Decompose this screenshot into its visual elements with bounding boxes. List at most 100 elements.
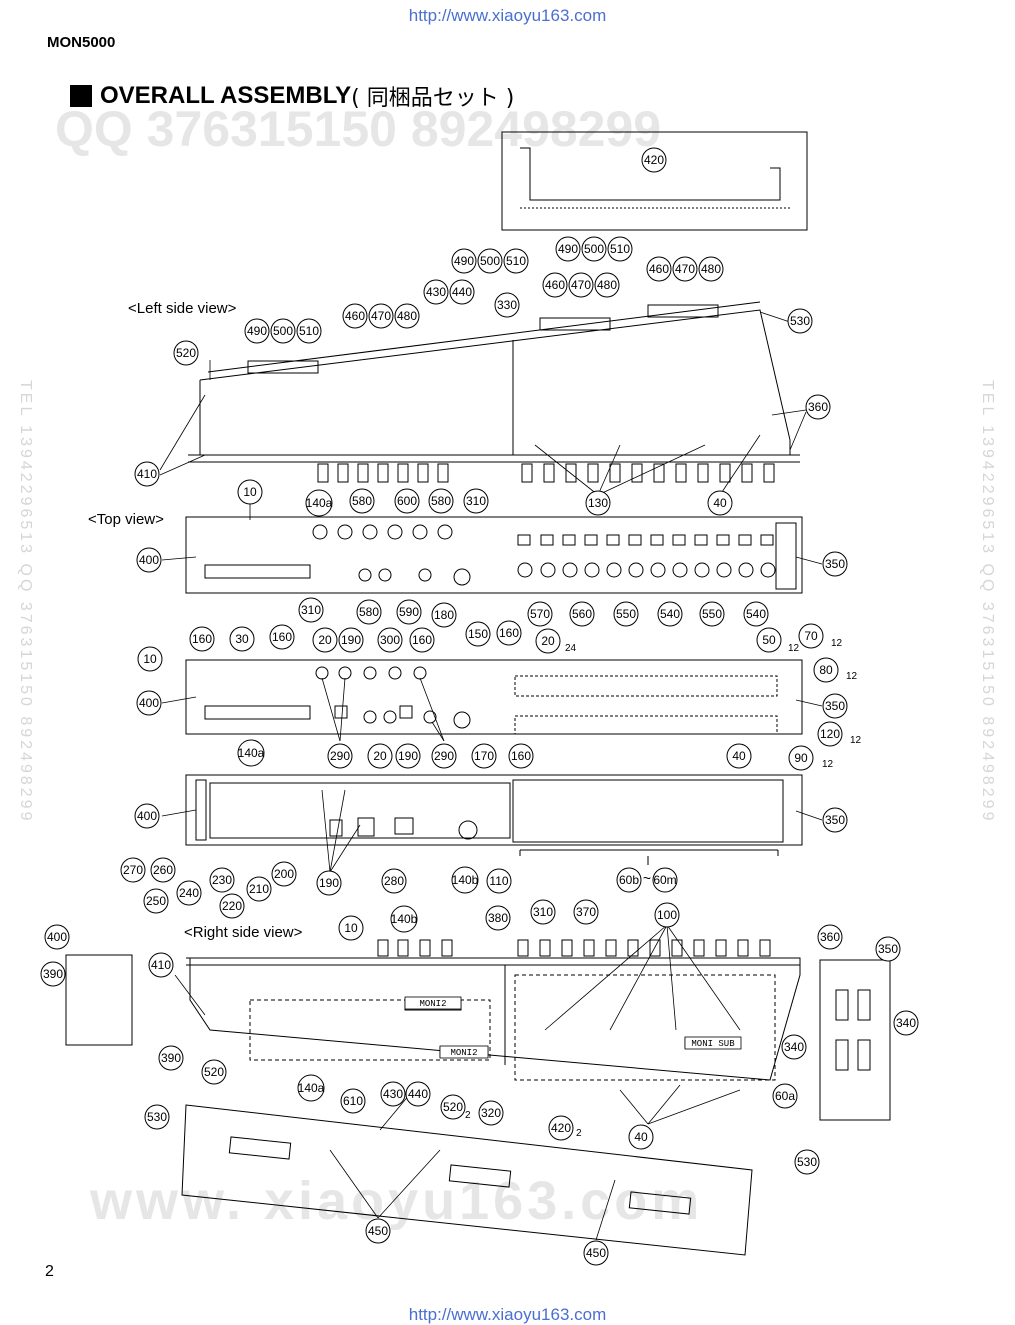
svg-text:390: 390 [43, 967, 63, 981]
callout-c240: 240 [176, 880, 202, 906]
svg-text:490: 490 [247, 324, 267, 338]
callout-c190b: 190 [395, 743, 421, 769]
svg-text:160: 160 [192, 632, 212, 646]
svg-text:420: 420 [551, 1121, 571, 1135]
bottom-plate [181, 1104, 753, 1256]
svg-text:580: 580 [352, 494, 372, 508]
callout-c460a: 460 [542, 272, 568, 298]
svg-text:50: 50 [762, 633, 776, 647]
callout-c350c: 350 [822, 807, 848, 833]
svg-text:370: 370 [576, 905, 596, 919]
svg-text:580: 580 [359, 605, 379, 619]
page-number: 2 [45, 1263, 54, 1280]
callout-c350b: 350 [822, 693, 848, 719]
svg-text:540: 540 [660, 607, 680, 621]
callout-c60b: 60b [616, 867, 642, 893]
svg-text:510: 510 [610, 242, 630, 256]
callout-c140a1: 140a [305, 489, 333, 517]
callout-c370: 370 [573, 899, 599, 925]
title-square-icon [70, 85, 92, 107]
svg-text:140b: 140b [452, 873, 479, 887]
svg-text:300: 300 [380, 633, 400, 647]
svg-text:150: 150 [468, 627, 488, 641]
svg-text:40: 40 [634, 1130, 648, 1144]
quantity-q12e: 12 [822, 759, 834, 770]
callout-c600: 600 [394, 488, 420, 514]
callout-c20b: 20 [535, 628, 561, 654]
callout-c360a: 360 [805, 394, 831, 420]
svg-text:350: 350 [878, 942, 898, 956]
svg-text:420: 420 [644, 153, 664, 167]
svg-text:10: 10 [243, 485, 257, 499]
svg-text:410: 410 [151, 958, 171, 972]
svg-text:220: 220 [222, 899, 242, 913]
callout-c140a2: 140a [237, 739, 265, 767]
svg-text:610: 610 [343, 1094, 363, 1108]
callout-c580c: 580 [356, 599, 382, 625]
callout-c160c: 160 [409, 627, 435, 653]
www-watermark: www. xiaoyu163.com [90, 1171, 704, 1231]
svg-text:590: 590 [399, 605, 419, 619]
left-side-chassis [188, 301, 800, 463]
callout-c450a: 450 [365, 1218, 391, 1244]
callout-c360b: 360 [817, 924, 843, 950]
callout-c60m: 60m [652, 867, 678, 893]
left-side-view-label: <Left side view> [128, 300, 237, 317]
svg-text:450: 450 [368, 1224, 388, 1238]
quantity-q24: 24 [565, 643, 577, 654]
callout-c160b: 160 [269, 624, 295, 650]
callout-c290a: 290 [327, 743, 353, 769]
callout-c510c: 510 [296, 318, 322, 344]
footer-url[interactable]: http://www.xiaoyu163.com [408, 1305, 607, 1324]
svg-text:290: 290 [330, 749, 350, 763]
callout-c150: 150 [465, 621, 491, 647]
right-side-chassis [65, 954, 891, 1121]
board-label-moni2-b: MONI2 [450, 1048, 477, 1058]
callout-c520b: 520 [201, 1059, 227, 1085]
quantity-q2a: 2 [465, 1110, 471, 1121]
svg-text:360: 360 [808, 400, 828, 414]
svg-text:460: 460 [545, 278, 565, 292]
callout-c590: 590 [396, 599, 422, 625]
top-view-panel-2 [185, 659, 803, 735]
svg-text:20: 20 [541, 634, 555, 648]
svg-text:350: 350 [825, 557, 845, 571]
callout-c400a: 400 [136, 547, 162, 573]
callout-c410b: 410 [148, 952, 174, 978]
callout-c70: 70 [798, 623, 824, 649]
callout-c460c: 460 [342, 303, 368, 329]
callout-c430a: 430 [423, 279, 449, 305]
callout-c220: 220 [219, 893, 245, 919]
callout-c510a: 510 [503, 248, 529, 274]
svg-text:500: 500 [480, 254, 500, 268]
svg-text:40: 40 [713, 496, 727, 510]
quantity-q12d: 12 [850, 735, 862, 746]
callout-c350a: 350 [822, 551, 848, 577]
callout-c580b: 580 [428, 488, 454, 514]
callout-c340a: 340 [893, 1010, 919, 1036]
svg-text:290: 290 [434, 749, 454, 763]
svg-text:460: 460 [649, 262, 669, 276]
callout-c540a: 540 [657, 601, 683, 627]
callout-c80: 80 [813, 657, 839, 683]
callout-c490a: 490 [451, 248, 477, 274]
svg-text:310: 310 [533, 905, 553, 919]
svg-text:580: 580 [431, 494, 451, 508]
svg-text:360: 360 [820, 930, 840, 944]
svg-text:60a: 60a [775, 1089, 795, 1103]
qq-watermark: QQ 376315150 892498299 [55, 101, 662, 157]
callout-c520c: 520 [440, 1094, 466, 1120]
svg-text:100: 100 [657, 908, 677, 922]
header-url[interactable]: http://www.xiaoyu163.com [408, 6, 607, 25]
svg-text:540: 540 [746, 607, 766, 621]
svg-text:400: 400 [139, 696, 159, 710]
svg-text:530: 530 [797, 1155, 817, 1169]
callout-c270: 270 [120, 857, 146, 883]
svg-text:480: 480 [597, 278, 617, 292]
svg-text:470: 470 [675, 262, 695, 276]
svg-text:60b: 60b [619, 873, 639, 887]
svg-text:390: 390 [161, 1051, 181, 1065]
svg-text:130: 130 [588, 496, 608, 510]
